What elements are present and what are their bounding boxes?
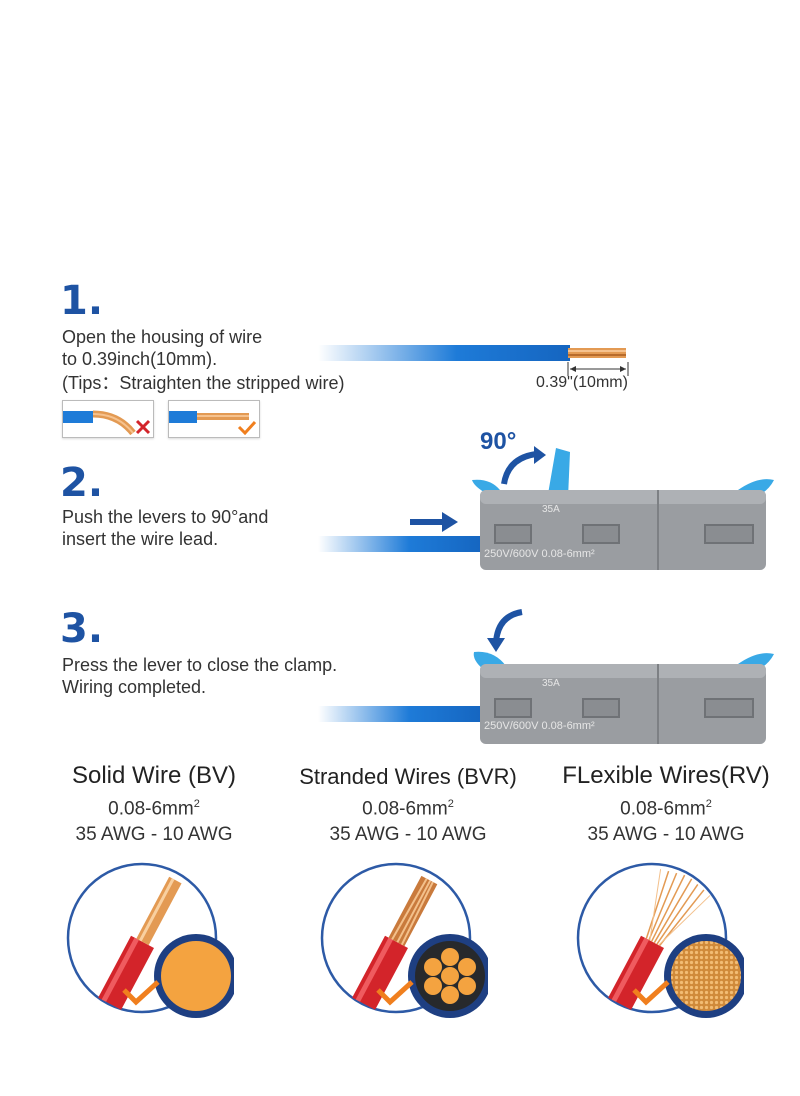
wire-type-title-solid: Solid Wire (BV): [71, 762, 237, 789]
straight-wire-illustration: [169, 411, 249, 423]
wire-type-title-stranded: Stranded Wires (BVR): [299, 764, 517, 789]
check-icon: [376, 980, 414, 1006]
wire-type-spec-solid: 0.08-6mm2: [108, 798, 200, 820]
wire-type-awg-stranded: 35 AWG - 10 AWG: [329, 824, 487, 845]
connector-open-spec: 250V/600V 0.08-6mm²: [484, 548, 595, 560]
wire-type-spec-stranded: 0.08-6mm2: [362, 798, 454, 820]
cross-icon: [135, 419, 151, 435]
wire-type-spec-flexible: 0.08-6mm2: [620, 798, 712, 820]
angle-label: 90°: [480, 428, 517, 455]
step-1-tip: (Tips：Straighten the stripped wire): [62, 373, 345, 393]
step-1-line-1: Open the housing of wire: [62, 327, 263, 347]
step-2-line-1: Push the levers to 90°and: [62, 507, 269, 527]
step-2-line-2: insert the wire lead.: [62, 529, 219, 549]
step-3-wire: [318, 706, 484, 722]
wire-type-awg-solid: 35 AWG - 10 AWG: [75, 824, 233, 845]
step-3-line-2: Wiring completed.: [62, 677, 207, 697]
connector-open-rating: 35A: [542, 504, 560, 515]
flexible-wire-illustration: [576, 862, 744, 1018]
connector-open: [472, 448, 774, 570]
dimension-label: 0.39"(10mm): [536, 374, 628, 391]
step-1-number: 1.: [60, 278, 104, 324]
curved-arrow-down-icon: [487, 609, 523, 652]
wire-type-awg-flexible: 35 AWG - 10 AWG: [587, 824, 745, 845]
step-2-wire: [318, 536, 484, 552]
step-1-line-2: to 0.39inch(10mm).: [62, 349, 218, 369]
connector-closed: [473, 651, 774, 744]
stripped-copper-end: [568, 348, 626, 358]
stranded-wire-illustration: [320, 862, 488, 1018]
bent-wire-illustration: [63, 410, 136, 436]
arrow-right-icon: [410, 512, 458, 532]
step-1-wire: [318, 345, 570, 361]
connector-closed-rating: 35A: [542, 678, 560, 689]
check-icon: [237, 420, 257, 435]
step-2-number: 2.: [60, 460, 104, 506]
thumb-straight-wire: [168, 400, 260, 438]
connector-closed-spec: 250V/600V 0.08-6mm²: [484, 720, 595, 732]
solid-wire-illustration: [66, 862, 234, 1018]
step-3-line-1: Press the lever to close the clamp.: [62, 655, 338, 675]
dimension-arrow: [567, 362, 629, 376]
wire-type-title-flexible: FLexible Wires(RV): [562, 762, 770, 789]
curved-arrow-icon: [501, 446, 546, 485]
thumb-bent-wire: [62, 400, 154, 438]
check-icon: [632, 980, 670, 1006]
check-icon: [122, 980, 160, 1006]
step-3-number: 3.: [60, 606, 104, 652]
